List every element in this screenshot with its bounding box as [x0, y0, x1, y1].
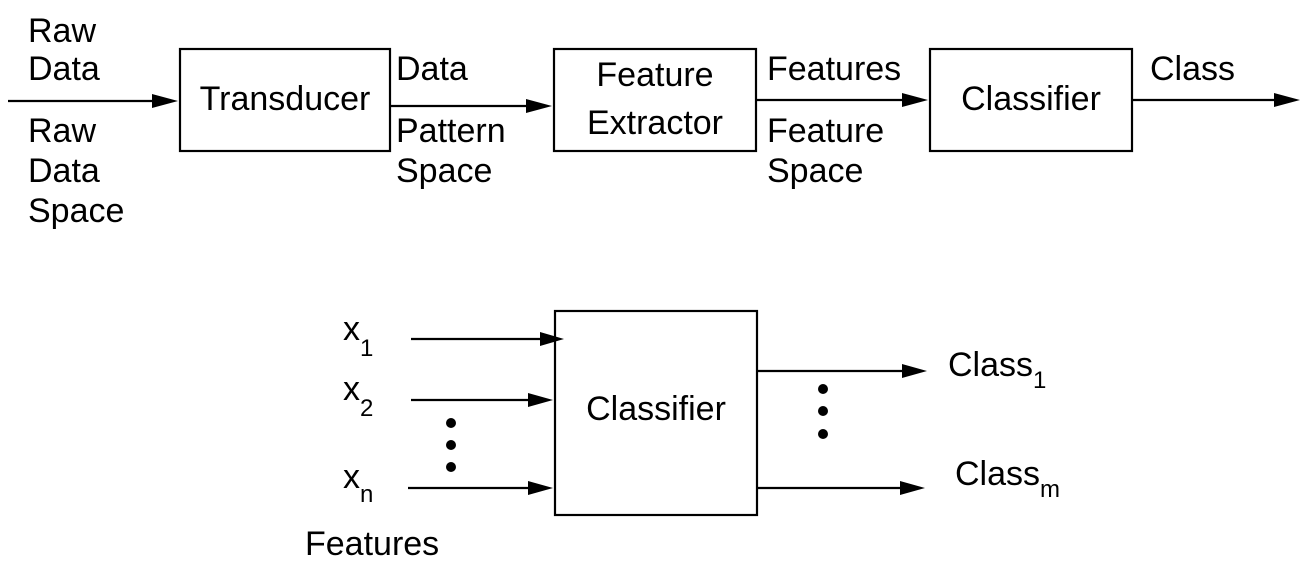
output-classm-arrow: [757, 481, 925, 495]
data-arrow: [390, 99, 552, 113]
raw-data-label-line2: Data: [28, 50, 100, 88]
features-label: Features: [767, 50, 901, 88]
input-xn-label: xn: [343, 458, 373, 508]
class-label: Class: [1150, 50, 1235, 88]
classifier-detail-block: Classifier: [553, 309, 759, 517]
input-x1-arrow: [411, 332, 564, 346]
inputs-ellipsis: [446, 418, 456, 472]
pattern-space-label-line1: Pattern: [396, 112, 506, 150]
input-x2-label: x2: [343, 370, 373, 422]
raw-data-space-label-line3: Space: [28, 192, 124, 230]
transducer-block: Transducer: [178, 47, 392, 153]
pattern-space-label-line2: Space: [396, 152, 492, 190]
raw-data-space-label-line1: Raw: [28, 112, 96, 150]
features-arrow: [756, 93, 928, 107]
output-classm-label: Classm: [955, 455, 1060, 503]
input-x2-arrow: [411, 393, 553, 407]
feature-extractor-label-line1: Feature: [596, 56, 713, 94]
raw-data-space-label-line2: Data: [28, 152, 100, 190]
outputs-ellipsis: [818, 384, 828, 439]
class-output-arrow: [1132, 93, 1300, 107]
feature-extractor-label-line2: Extractor: [587, 104, 723, 142]
input-x1-label: x1: [343, 310, 373, 362]
raw-data-input-arrow: [8, 94, 178, 108]
feature-space-label-line1: Feature: [767, 112, 884, 150]
feature-space-label-line2: Space: [767, 152, 863, 190]
classifier-block: Classifier: [928, 47, 1134, 153]
features-caption: Features: [305, 525, 439, 563]
classifier-detail-label: Classifier: [586, 390, 726, 428]
input-xn-arrow: [408, 481, 553, 495]
feature-extractor-block: Feature Extractor: [552, 47, 758, 153]
transducer-label: Transducer: [200, 80, 371, 118]
data-label: Data: [396, 50, 468, 88]
output-class1-arrow: [757, 364, 927, 378]
classifier-label: Classifier: [961, 80, 1101, 118]
raw-data-label-line1: Raw: [28, 12, 96, 50]
output-class1-label: Class1: [948, 346, 1046, 394]
